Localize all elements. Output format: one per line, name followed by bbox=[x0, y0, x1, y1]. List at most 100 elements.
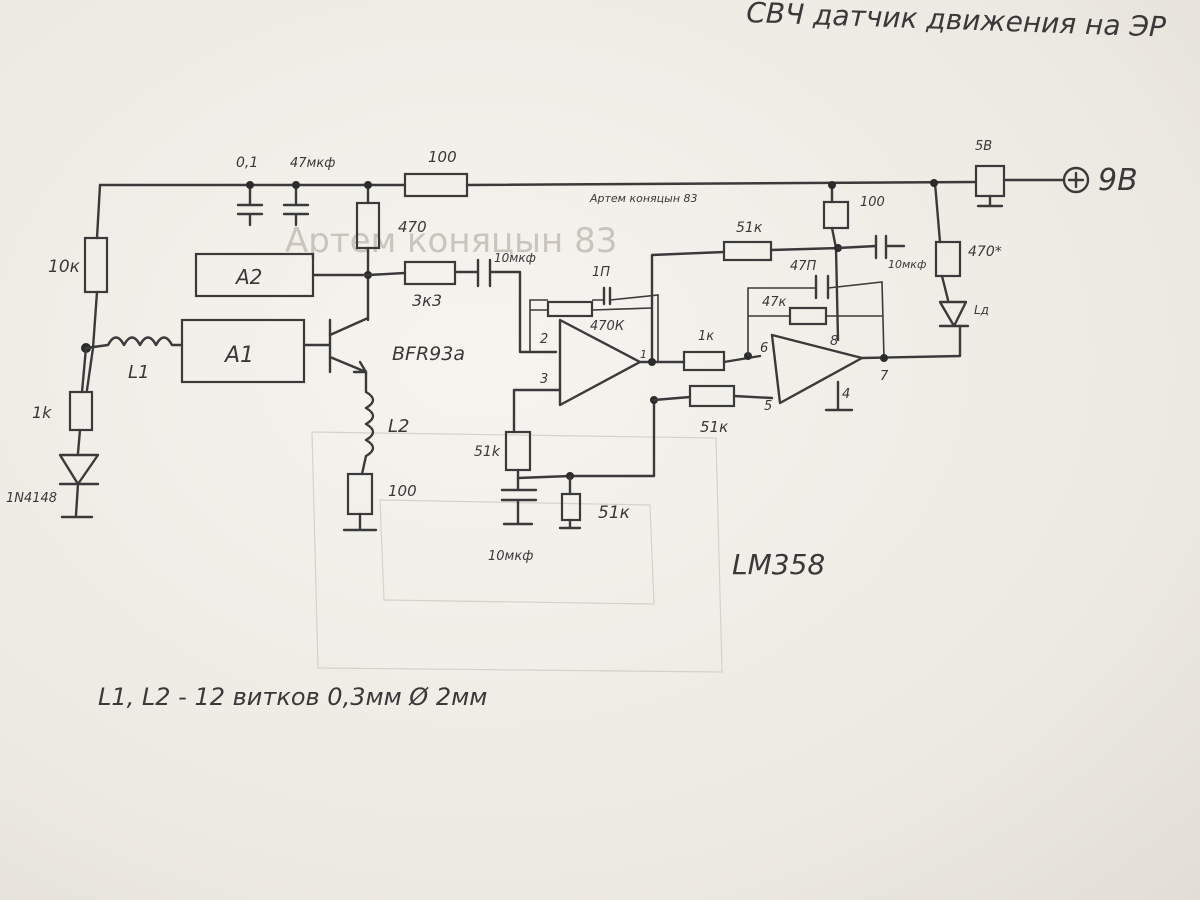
resistor-470k bbox=[546, 300, 594, 318]
label-transistor: BFR93a bbox=[392, 343, 465, 365]
label-r-1k-left: 1k bbox=[32, 403, 52, 422]
node-right-100 bbox=[828, 181, 836, 189]
resistor-100-bottom bbox=[346, 472, 374, 516]
regulator-5v bbox=[974, 164, 1006, 198]
resistor-51k-bias bbox=[504, 430, 532, 472]
label-c-10mkf-mid: 10мкф bbox=[494, 251, 536, 265]
label-pin7: 7 bbox=[880, 369, 889, 384]
watermark: Артем коняцын 83 bbox=[285, 221, 617, 261]
top-rail bbox=[98, 180, 977, 187]
capacitor-10mkf-right bbox=[836, 234, 906, 260]
pin4-ground bbox=[824, 380, 854, 412]
label-r-470k: 470К bbox=[590, 319, 625, 334]
label-c-10mkf-right: 10мкф bbox=[888, 258, 926, 271]
supply-terminal bbox=[1062, 166, 1090, 194]
capacitor-0-1 bbox=[236, 183, 264, 227]
label-led: Lд bbox=[974, 303, 989, 317]
capacitor-10mkf-coupling bbox=[476, 258, 492, 288]
antenna-a1 bbox=[180, 318, 306, 384]
label-r-51k-top: 51к bbox=[736, 220, 763, 236]
led-indicator bbox=[938, 300, 970, 328]
resistor-1k-left bbox=[68, 390, 94, 432]
node-collector-top bbox=[364, 181, 372, 189]
label-r-100-right: 100 bbox=[860, 195, 885, 210]
opamp-1 bbox=[558, 318, 642, 407]
resistor-10k bbox=[83, 236, 109, 294]
left-lower-wire bbox=[74, 346, 88, 517]
label-r-470-right: 470* bbox=[968, 244, 1002, 260]
label-a1: A1 bbox=[223, 343, 254, 368]
inductor-l1 bbox=[84, 336, 184, 350]
resistor-100-right bbox=[822, 200, 850, 230]
label-supply: 9В bbox=[1098, 163, 1138, 198]
pencil-guide-box bbox=[311, 431, 723, 673]
capacitor-10mkf-bottom bbox=[500, 476, 538, 526]
feedback-1-wire bbox=[529, 294, 659, 362]
capacitor-47p bbox=[814, 274, 830, 300]
plus-icon bbox=[1067, 171, 1085, 189]
resistor-470 bbox=[355, 201, 381, 250]
resistor-3k3 bbox=[403, 260, 457, 286]
label-r-10k: 10к bbox=[48, 257, 81, 277]
pin3-wire bbox=[512, 388, 562, 434]
label-pin8: 8 bbox=[830, 334, 838, 349]
label-pin4: 4 bbox=[842, 387, 850, 402]
label-r-47k: 47к bbox=[762, 295, 787, 310]
label-diode-left: 1N4148 bbox=[6, 491, 57, 506]
label-chip: LM358 bbox=[732, 548, 825, 581]
resistor-47k bbox=[788, 306, 828, 326]
label-c-01: 0,1 bbox=[236, 155, 258, 171]
label-r-100-top: 100 bbox=[428, 148, 457, 166]
resistor-1k-mid bbox=[682, 350, 726, 372]
label-pin1: 1 bbox=[640, 348, 647, 361]
label-l1: L1 bbox=[128, 362, 149, 383]
coupling-wire bbox=[366, 270, 558, 354]
label-r-51k-ground: 51к bbox=[598, 503, 631, 523]
label-c-47p: 47П bbox=[790, 259, 817, 274]
label-pin3: 3 bbox=[540, 372, 548, 387]
regulator-ground bbox=[976, 194, 1004, 208]
label-r-100-bottom: 100 bbox=[388, 482, 417, 500]
label-pin5: 5 bbox=[764, 399, 772, 414]
label-a2: A2 bbox=[234, 265, 262, 289]
resistor-100-top bbox=[403, 172, 469, 198]
node-led-top bbox=[930, 179, 938, 187]
label-r-470: 470 bbox=[398, 218, 427, 236]
author-note: Артем коняцын 83 bbox=[589, 192, 698, 205]
label-pin2: 2 bbox=[540, 332, 548, 347]
opamp-2 bbox=[770, 333, 864, 405]
label-r-51k-mid: 51к bbox=[700, 418, 728, 436]
label-r-51k-bias: 51k bbox=[474, 444, 501, 460]
diode-1n4148 bbox=[58, 453, 100, 519]
node-opamp1-out bbox=[648, 358, 656, 366]
label-l2: L2 bbox=[388, 416, 409, 437]
node-output bbox=[880, 354, 888, 362]
label-regulator: 5В bbox=[975, 139, 992, 154]
left-bus bbox=[85, 183, 102, 392]
node-c01 bbox=[246, 181, 254, 189]
resistor-51k-mid bbox=[688, 384, 736, 408]
node-c47 bbox=[292, 181, 300, 189]
r51k-ground-wire bbox=[558, 474, 582, 530]
opamp1-out-wire bbox=[638, 246, 842, 364]
transistor-bfr93a bbox=[302, 316, 370, 374]
capacitor-47mkf bbox=[282, 183, 310, 227]
resistor-470-right bbox=[934, 240, 962, 278]
header-note: СВЧ датчик движения на ЭР bbox=[746, 0, 1167, 44]
resistor-51k-top bbox=[722, 240, 773, 262]
label-c-10mkf-bottom: 10мкф bbox=[488, 549, 533, 564]
feedback-2-wire bbox=[747, 281, 885, 359]
r51k-mid-wire bbox=[652, 394, 774, 402]
footnote: L1, L2 - 12 витков 0,3мм Ø 2мм bbox=[98, 683, 487, 711]
output-wire bbox=[860, 181, 962, 360]
label-c-47mkf: 47мкф bbox=[290, 156, 335, 171]
ground-bottom bbox=[342, 512, 378, 532]
label-r-3k3: 3к3 bbox=[412, 291, 442, 310]
label-c-1p: 1П bbox=[592, 265, 610, 280]
resistor-51k-ground bbox=[560, 492, 582, 522]
capacitor-1p bbox=[602, 286, 612, 306]
label-r-1k-mid: 1к bbox=[698, 329, 714, 344]
label-pin6: 6 bbox=[760, 341, 768, 356]
